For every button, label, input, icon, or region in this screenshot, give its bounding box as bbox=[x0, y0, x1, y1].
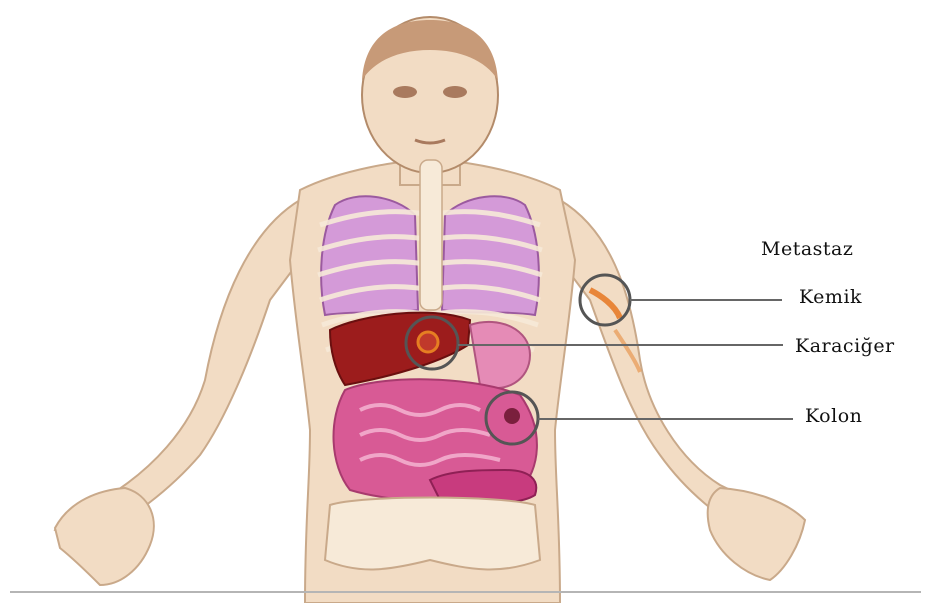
karaciger-leader-line bbox=[458, 344, 783, 346]
left-hand bbox=[55, 488, 154, 585]
pelvis bbox=[325, 498, 540, 570]
diagram-heading: Metastaz bbox=[761, 238, 853, 260]
colon-lesion bbox=[504, 408, 520, 424]
bottom-border bbox=[10, 591, 921, 593]
left-eye bbox=[393, 86, 417, 98]
kolon-label: Kolon bbox=[805, 405, 862, 427]
kemik-leader-line bbox=[630, 299, 782, 301]
right-hand bbox=[708, 488, 805, 580]
right-eye bbox=[443, 86, 467, 98]
karaciger-label: Karaciğer bbox=[795, 335, 895, 357]
kolon-leader-line bbox=[538, 418, 793, 420]
left-arm bbox=[55, 200, 300, 540]
kemik-label: Kemik bbox=[799, 286, 862, 308]
sternum bbox=[420, 160, 442, 310]
right-arm bbox=[560, 200, 795, 540]
liver-lesion bbox=[418, 332, 438, 352]
